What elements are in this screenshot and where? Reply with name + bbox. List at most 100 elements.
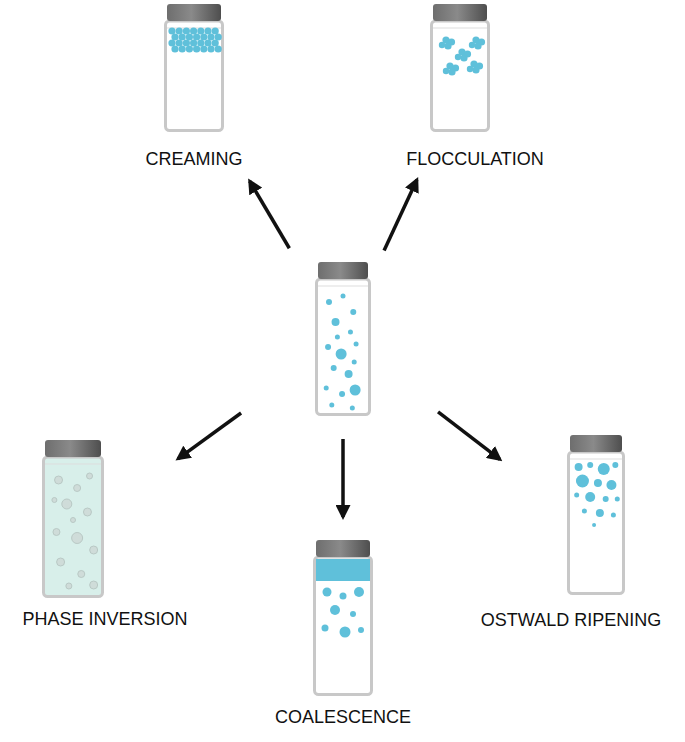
droplet: [444, 42, 451, 49]
liquid-surface: [570, 459, 622, 460]
droplet: [575, 463, 583, 471]
droplet: [207, 45, 214, 52]
bottle-cap: [433, 4, 487, 21]
droplet: [71, 518, 76, 523]
emulsion-bottle: PHASE INVERSION: [42, 440, 104, 630]
droplet: [582, 509, 587, 514]
droplet: [74, 485, 81, 492]
droplet: [340, 627, 351, 638]
emulsion-bottle: CREAMING: [164, 4, 224, 170]
droplet: [576, 475, 589, 488]
process-arrow: [384, 180, 417, 251]
process-label: CREAMING: [44, 148, 344, 170]
droplet: [606, 480, 616, 490]
droplet: [598, 463, 610, 475]
droplet: [350, 611, 356, 617]
bottle-cap: [45, 440, 101, 457]
separated-oil-layer: [316, 559, 370, 581]
droplet: [57, 558, 65, 566]
droplet: [66, 583, 72, 589]
process-label: PHASE INVERSION: [0, 608, 255, 630]
process-arrow: [341, 439, 345, 517]
droplet: [171, 45, 178, 52]
droplet: [474, 42, 481, 49]
bottle-body: [317, 279, 370, 415]
emulsion-bottle: FLOCCULATION: [430, 4, 490, 170]
droplet: [348, 330, 353, 335]
droplet: [72, 533, 83, 544]
droplet: [52, 498, 57, 503]
bottle-cap: [316, 540, 370, 557]
droplet: [443, 68, 449, 74]
droplet: [90, 581, 98, 589]
emulsion-bottle: [315, 262, 371, 416]
process-label: OSTWALD RIPENING: [421, 609, 685, 631]
droplet: [336, 349, 347, 360]
droplet: [215, 45, 222, 52]
droplet: [329, 403, 334, 408]
droplet: [469, 42, 475, 48]
droplet: [439, 42, 445, 48]
droplet: [326, 299, 332, 305]
droplet: [53, 529, 60, 536]
droplet: [358, 627, 364, 633]
droplet: [335, 335, 340, 340]
bottle-body: [166, 21, 223, 131]
bottle-body: [569, 452, 624, 594]
droplet: [341, 294, 346, 299]
droplet: [350, 385, 361, 396]
droplet: [179, 45, 186, 52]
droplet: [332, 318, 340, 326]
droplet: [62, 499, 72, 509]
droplet: [455, 54, 461, 60]
bottle-illustration: [164, 4, 224, 132]
droplet: [324, 386, 329, 391]
droplet: [350, 406, 355, 411]
bottle-cap: [570, 435, 622, 452]
droplet: [186, 45, 193, 52]
process-arrow: [250, 181, 290, 248]
droplet: [322, 625, 329, 632]
droplet: [587, 462, 593, 468]
bottle-illustration: [567, 435, 625, 595]
droplet: [323, 588, 332, 597]
droplet: [55, 476, 63, 484]
droplet: [78, 571, 85, 578]
process-label: COALESCENCE: [193, 706, 493, 728]
droplet: [603, 496, 609, 502]
bottle-cap: [318, 262, 368, 279]
liquid-surface: [45, 464, 101, 465]
droplet: [352, 360, 357, 365]
droplet: [354, 342, 359, 347]
bottle-illustration: [42, 440, 104, 598]
bottle-illustration: [315, 262, 371, 416]
droplet: [345, 370, 353, 378]
droplet: [200, 45, 207, 52]
bottle-body: [44, 457, 103, 597]
droplet: [340, 593, 347, 600]
droplet: [594, 479, 602, 487]
bottle-body: [432, 21, 489, 131]
droplet: [460, 54, 467, 61]
process-arrow: [178, 413, 241, 459]
droplet: [354, 587, 364, 597]
droplet: [472, 66, 479, 73]
droplet: [325, 344, 331, 350]
bottle-cap: [167, 4, 221, 21]
droplet: [330, 605, 340, 615]
droplet: [611, 513, 616, 518]
droplet: [574, 493, 579, 498]
process-label: FLOCCULATION: [325, 148, 625, 170]
droplet: [612, 462, 618, 468]
droplet: [596, 509, 604, 517]
droplet: [87, 473, 93, 479]
droplet: [83, 508, 91, 516]
bottle-illustration: [430, 4, 490, 132]
droplet: [448, 68, 455, 75]
process-arrow: [438, 412, 500, 459]
droplet: [592, 523, 596, 527]
droplet: [615, 497, 620, 502]
droplet: [339, 391, 345, 397]
emulsion-bottle: OSTWALD RIPENING: [567, 435, 625, 631]
